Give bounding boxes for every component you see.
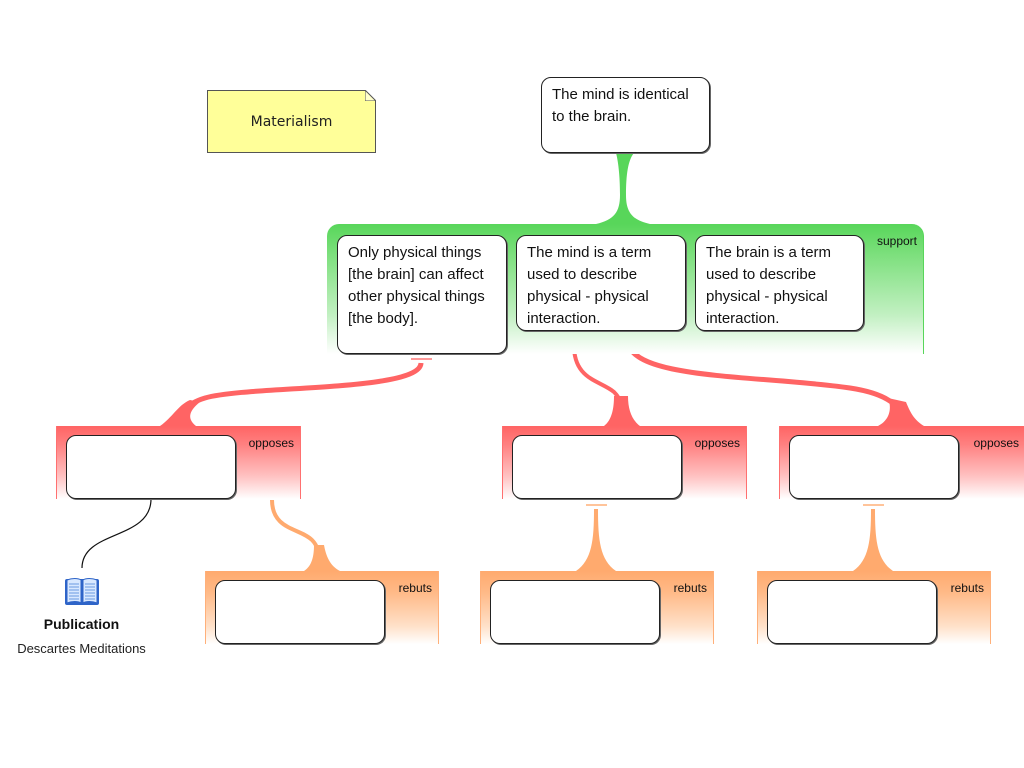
main-claim-text: The mind is identical to the brain. [552,86,689,125]
note-fold-icon [365,90,376,101]
premise-node[interactable]: The brain is a term used to describe phy… [695,235,864,331]
objection-node[interactable] [66,435,236,499]
opposes-label: opposes [248,436,294,450]
rebuts-label: rebuts [673,581,707,595]
premise-text: The mind is a term used to describe phys… [527,244,652,327]
rebuttal-node[interactable] [215,580,385,644]
rebuts-label: rebuts [950,581,984,595]
rebuts-connector [576,509,616,571]
rebuts-connector [853,509,893,571]
rebuttal-node[interactable] [490,580,660,644]
opposes-connector-flare [604,396,640,426]
premise-text: Only physical things [the brain] can aff… [348,244,485,327]
publication-connector [81,498,152,569]
rebuts-connector-flare [304,545,340,571]
publication-subtitle: Descartes Meditations [17,641,146,656]
objection-node[interactable] [789,435,959,499]
note-label: Materialism [250,113,333,130]
objection-node[interactable] [512,435,682,499]
main-claim-node[interactable]: The mind is identical to the brain. [541,77,710,153]
opposes-label: opposes [694,436,740,450]
rebuts-label: rebuts [398,581,432,595]
rebuttal-node[interactable] [767,580,937,644]
opposes-label: opposes [973,436,1019,450]
opposes-connector-flare [878,398,924,426]
publication-title: Publication [43,616,120,632]
premise-node[interactable]: Only physical things [the brain] can aff… [337,235,507,354]
opposes-connector [175,362,424,426]
opposes-connector-flare [160,400,200,426]
book-icon[interactable] [64,576,100,606]
materialism-note[interactable]: Materialism [207,90,376,153]
premise-node[interactable]: The mind is a term used to describe phys… [516,235,686,331]
support-connector [596,153,650,224]
support-label: support [876,234,917,248]
premise-text: The brain is a term used to describe phy… [706,244,832,327]
